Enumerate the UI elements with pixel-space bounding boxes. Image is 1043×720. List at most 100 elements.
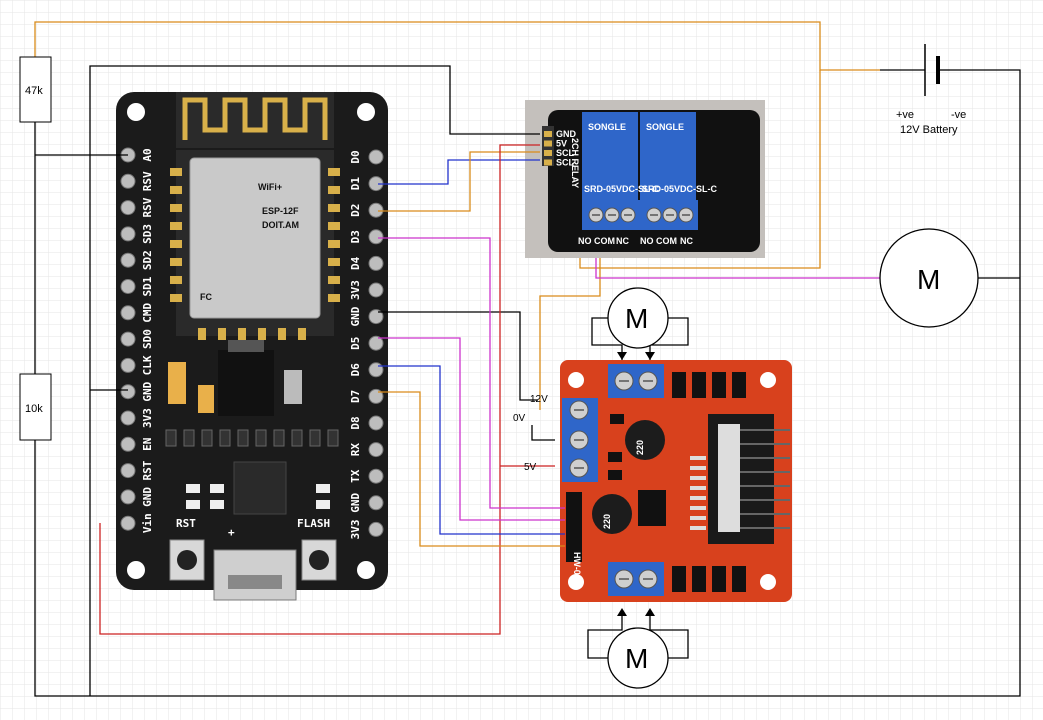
motor-bottom-label: M — [625, 643, 648, 674]
wire-5v-red — [99, 144, 540, 635]
relay-module: SONGLE SONGLE SRD-05VDC-SL-C SRD-05VDC-S… — [525, 100, 765, 258]
pin-hole — [368, 468, 384, 484]
pin-hole — [120, 515, 136, 531]
arrow-head — [645, 352, 655, 360]
module-pad — [328, 294, 340, 302]
wire-motor-top-right — [649, 317, 689, 360]
wire-d1-blue — [378, 159, 540, 185]
relay-block-2 — [640, 112, 696, 200]
terminal-label: NO — [640, 236, 654, 246]
driver-smd-parts — [608, 372, 746, 592]
module-pad — [328, 186, 340, 194]
battery-minus: -ve — [951, 109, 966, 121]
module-pad — [170, 204, 182, 212]
left-pin-label: SD3 — [141, 224, 154, 244]
module-pad — [170, 240, 182, 248]
wire-d7-orange — [378, 391, 565, 547]
wire-orange-top — [34, 21, 880, 71]
module-pad — [170, 258, 182, 266]
pin-hole — [368, 202, 384, 218]
usb-chip — [233, 461, 287, 515]
module-maker-text: DOIT.AM — [262, 220, 299, 230]
smd-component — [610, 414, 624, 424]
pin-hole — [368, 415, 384, 431]
input-header — [566, 492, 582, 562]
module-pad — [328, 204, 340, 212]
smd-component — [255, 429, 267, 447]
header-pin — [544, 131, 552, 137]
wire-motor-top-left — [591, 317, 623, 360]
battery-name: 12V Battery — [900, 124, 958, 136]
arrow-head — [645, 608, 655, 616]
motor-top-label: M — [625, 303, 648, 334]
label-0v: 0V — [513, 413, 526, 424]
motor-top: M — [607, 287, 669, 349]
wires — [34, 21, 1021, 697]
wire-d5-magenta — [378, 337, 565, 521]
pin-hole — [120, 489, 136, 505]
module-pad — [258, 328, 266, 340]
mount-hole — [127, 103, 145, 121]
right-pin-label: D7 — [349, 390, 362, 403]
left-pin-label: A0 — [141, 148, 154, 161]
pin-hole — [120, 226, 136, 242]
flash-button-cap[interactable] — [309, 550, 329, 570]
mount-hole — [568, 574, 584, 590]
smd-component — [165, 429, 177, 447]
right-pin-label: D3 — [349, 230, 362, 243]
relay-model-text: SRD-05VDC-SL-C — [642, 184, 718, 194]
module-pad — [198, 328, 206, 340]
module-pad — [238, 328, 246, 340]
resistor-47k-label: 47k — [25, 85, 43, 97]
smd-component — [183, 429, 195, 447]
left-pin-label: SD2 — [141, 250, 154, 270]
diode — [672, 566, 686, 592]
module-fc-text: FC — [200, 292, 212, 302]
smd-component — [316, 500, 330, 509]
smd-component-row — [165, 429, 339, 509]
battery-plus: +ve — [896, 109, 914, 121]
wire-orange-relay — [579, 70, 821, 269]
pin-hole — [368, 388, 384, 404]
mount-hole — [357, 561, 375, 579]
smd-component — [210, 484, 224, 493]
smd-component — [186, 484, 200, 493]
pin-hole — [120, 200, 136, 216]
right-pin-label: D0 — [349, 150, 362, 163]
motor-bottom: M — [607, 627, 669, 689]
module-pad — [170, 222, 182, 230]
motor-right: M — [879, 228, 979, 328]
left-pin-label: EN — [141, 438, 154, 451]
left-pin-label: SD1 — [141, 276, 154, 296]
rst-label: RST — [176, 517, 196, 530]
module-pad — [298, 328, 306, 340]
pin-hole — [368, 442, 384, 458]
wire-motor-bottom-right — [649, 610, 689, 659]
pin-hole — [368, 521, 384, 537]
rst-button-cap[interactable] — [177, 550, 197, 570]
module-pad — [278, 328, 286, 340]
smd-component — [219, 429, 231, 447]
battery-symbol: +ve -ve 12V Battery — [880, 44, 966, 136]
motor-right-label: M — [917, 264, 940, 295]
capacitor — [592, 494, 632, 534]
chip-pin — [690, 516, 706, 520]
nodemcu-board: WiFi+ ESP-12F DOIT.AM FC A0RSVRSVSD3SD2S… — [116, 92, 388, 601]
smd-component — [316, 484, 330, 493]
cap-value: 220 — [635, 440, 645, 455]
header-pin — [544, 159, 552, 166]
module-pad — [170, 186, 182, 194]
pin-hole — [368, 282, 384, 298]
right-pin-label: TX — [349, 469, 362, 483]
module-pad — [328, 276, 340, 284]
header-pin — [544, 140, 552, 147]
pin-hole — [368, 255, 384, 271]
pin-hole — [120, 173, 136, 189]
wire-gnd-driver — [378, 311, 538, 401]
wire-gnd-top — [89, 65, 540, 696]
left-pin-label: GND — [141, 381, 154, 401]
relay-brand-text: SONGLE — [588, 122, 626, 132]
chip-pin — [690, 466, 706, 470]
